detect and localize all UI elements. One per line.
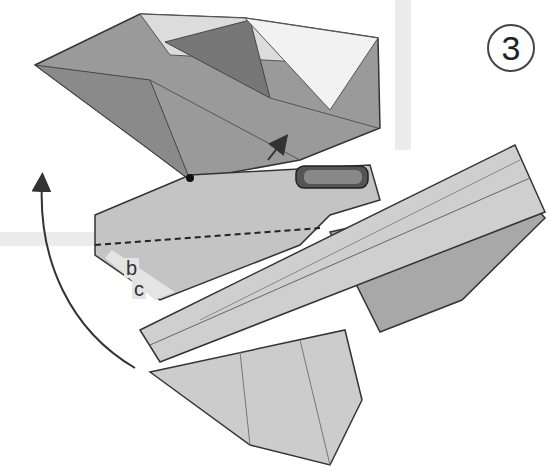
step-number: 3 bbox=[502, 29, 521, 68]
reference-letter: c bbox=[132, 279, 146, 299]
step-number-circle: 3 bbox=[487, 24, 535, 72]
reference-letter: b bbox=[124, 258, 139, 278]
